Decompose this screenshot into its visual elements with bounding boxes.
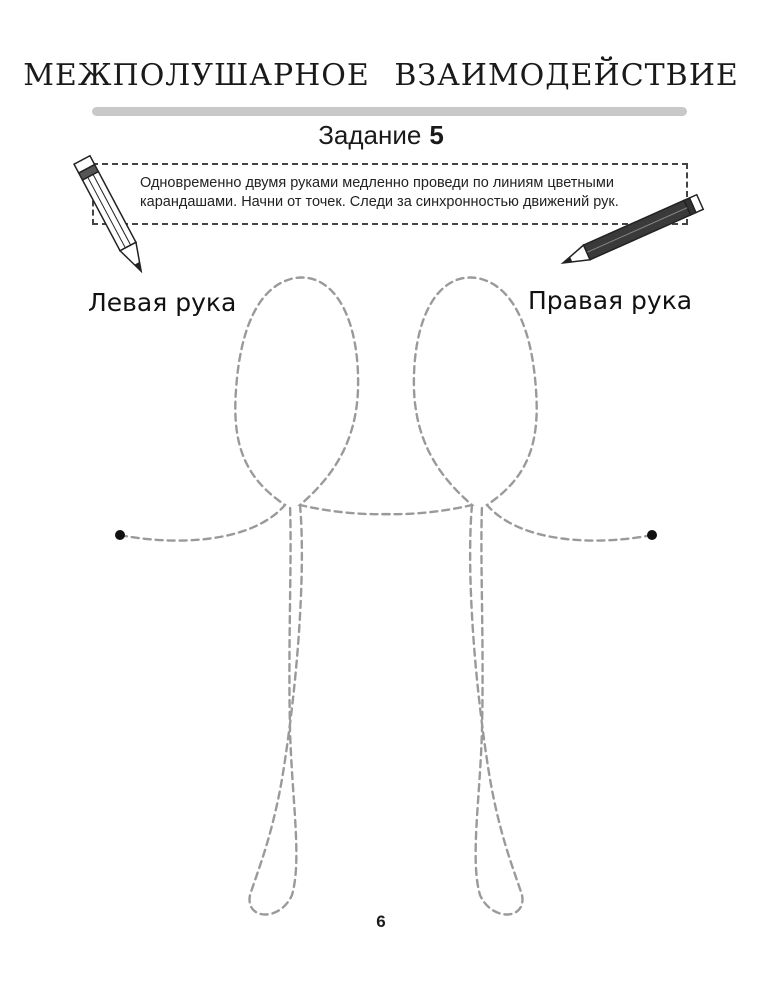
instruction-line-2: карандашами. Начни от точек. Следи за си… [140,194,619,210]
instruction-text: Одновременно двумя руками медленно прове… [140,174,660,212]
page-number: 6 [376,912,386,931]
right-spoon-path [378,276,654,916]
task-label: Задание [318,120,422,150]
right-hand-label: Правая рука [528,286,693,315]
instruction-line-1: Одновременно двумя руками медленно прове… [140,175,614,191]
task-number: 5 [429,120,444,150]
left-spoon-path [118,276,394,916]
left-start-dot [115,530,125,540]
left-hand-label: Левая рука [88,288,237,317]
right-start-dot [647,530,657,540]
title-underline [92,107,687,116]
page-title: МЕЖПОЛУШАРНОЕ ВЗАИМОДЕЙСТВИЕ [23,58,739,93]
